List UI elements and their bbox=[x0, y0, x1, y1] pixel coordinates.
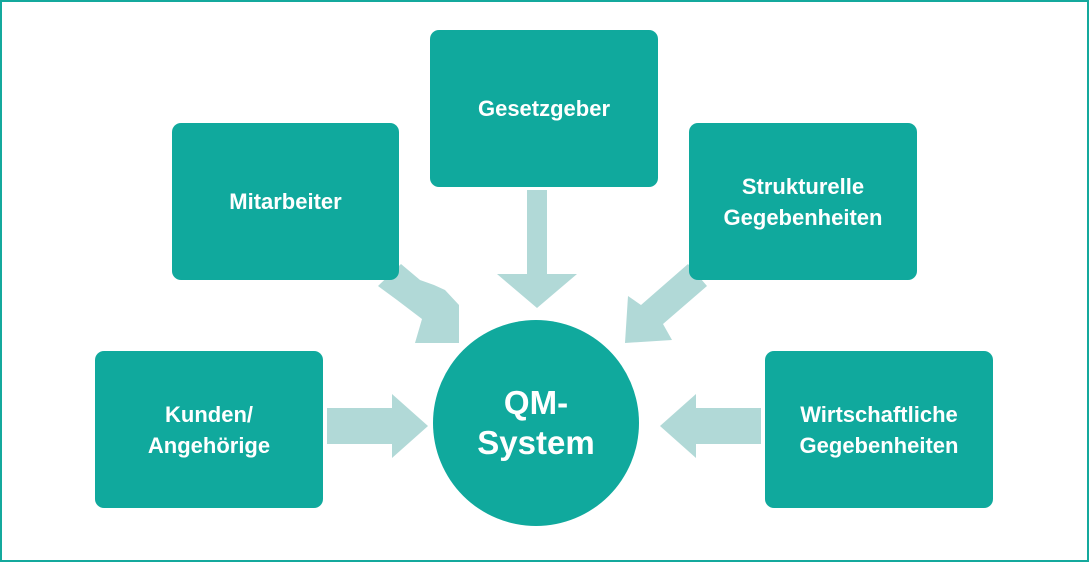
node-strukturelle-gegebenheiten: Strukturelle Gegebenheiten bbox=[689, 123, 917, 280]
node-wirtschaftliche-line1: Wirtschaftliche bbox=[800, 401, 958, 427]
arrow-from-gesetzgeber bbox=[497, 190, 577, 308]
center-qm-system: QM- System bbox=[433, 320, 639, 526]
node-kunden-line1: Kunden/ bbox=[165, 401, 253, 427]
arrow-from-mitarbeiter bbox=[378, 264, 459, 343]
node-mitarbeiter-label: Mitarbeiter bbox=[229, 189, 342, 214]
node-wirtschaftliche-gegebenheiten: Wirtschaftliche Gegebenheiten bbox=[765, 351, 993, 508]
node-gesetzgeber: Gesetzgeber bbox=[430, 30, 658, 187]
node-strukturelle-line1: Strukturelle bbox=[741, 173, 865, 199]
node-kunden-angehoerige: Kunden/ Angehörige bbox=[95, 351, 323, 508]
node-gesetzgeber-label: Gesetzgeber bbox=[477, 96, 611, 121]
center-line1: QM- bbox=[503, 384, 569, 421]
arrow-from-wirtschaftliche bbox=[660, 394, 761, 458]
node-mitarbeiter: Mitarbeiter bbox=[172, 123, 399, 280]
center-line2: System bbox=[477, 424, 595, 461]
node-kunden-line2: Angehörige bbox=[147, 432, 271, 458]
arrow-from-kunden bbox=[327, 394, 428, 458]
arrow-from-strukturelle bbox=[625, 264, 707, 343]
node-strukturelle-line2: Gegebenheiten bbox=[723, 204, 883, 230]
node-wirtschaftliche-line2: Gegebenheiten bbox=[799, 432, 959, 458]
